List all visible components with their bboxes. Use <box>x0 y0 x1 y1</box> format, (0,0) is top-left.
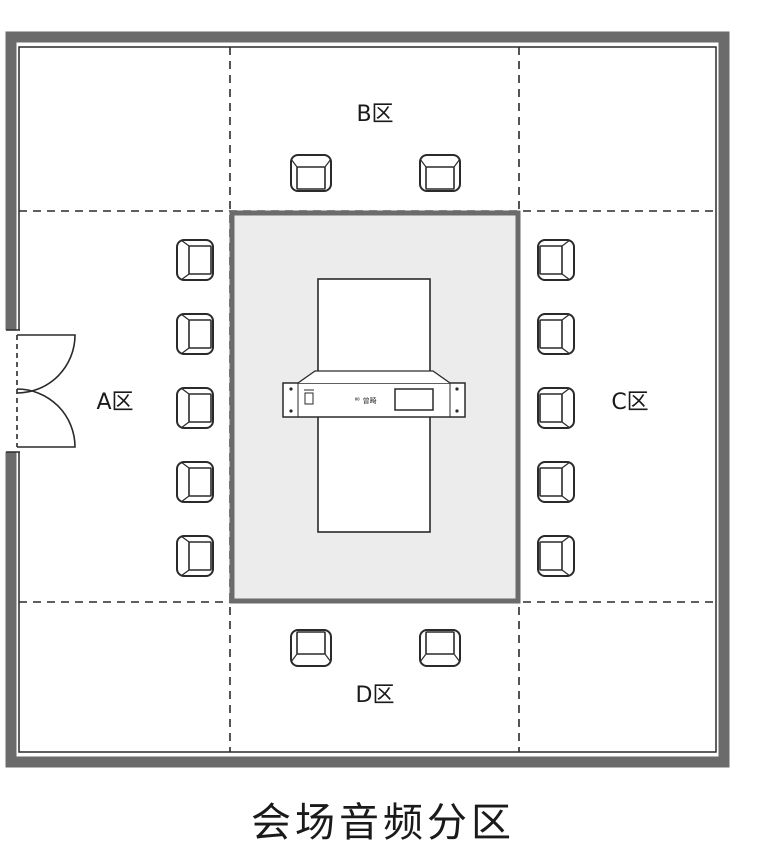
chair-c-5 <box>537 535 575 577</box>
chair-c-4 <box>537 461 575 503</box>
chair-b-1 <box>290 154 332 192</box>
inner-wall-line <box>18 46 717 753</box>
zone-d-label: D区 <box>356 683 395 708</box>
chair-c-3 <box>537 387 575 429</box>
chair-a-5 <box>176 535 214 577</box>
chair-a-3 <box>176 387 214 429</box>
zone-a-label: A区 <box>96 390 133 415</box>
chair-a-4 <box>176 461 214 503</box>
chair-a-1 <box>176 239 214 281</box>
chair-c-2 <box>537 313 575 355</box>
zone-b-label: B区 <box>356 102 393 127</box>
double-door <box>5 329 76 453</box>
device-panel-text: ᅇ 曾畸 <box>354 396 377 405</box>
audio-processor-device: ᅇ 曾畸 <box>282 370 466 418</box>
venue-floor-plan: ᅇ 曾畸 B区 A区 C区 D区 <box>5 31 730 768</box>
chair-d-1 <box>290 629 332 667</box>
chair-c-1 <box>537 239 575 281</box>
chair-a-2 <box>176 313 214 355</box>
outer-wall <box>5 31 730 768</box>
zone-c-label: C区 <box>611 390 648 415</box>
display-screen <box>394 388 434 411</box>
power-switch-icon <box>304 392 314 405</box>
chair-b-2 <box>419 154 461 192</box>
chair-d-2 <box>419 629 461 667</box>
diagram-caption: 会场音频分区 <box>251 800 515 846</box>
